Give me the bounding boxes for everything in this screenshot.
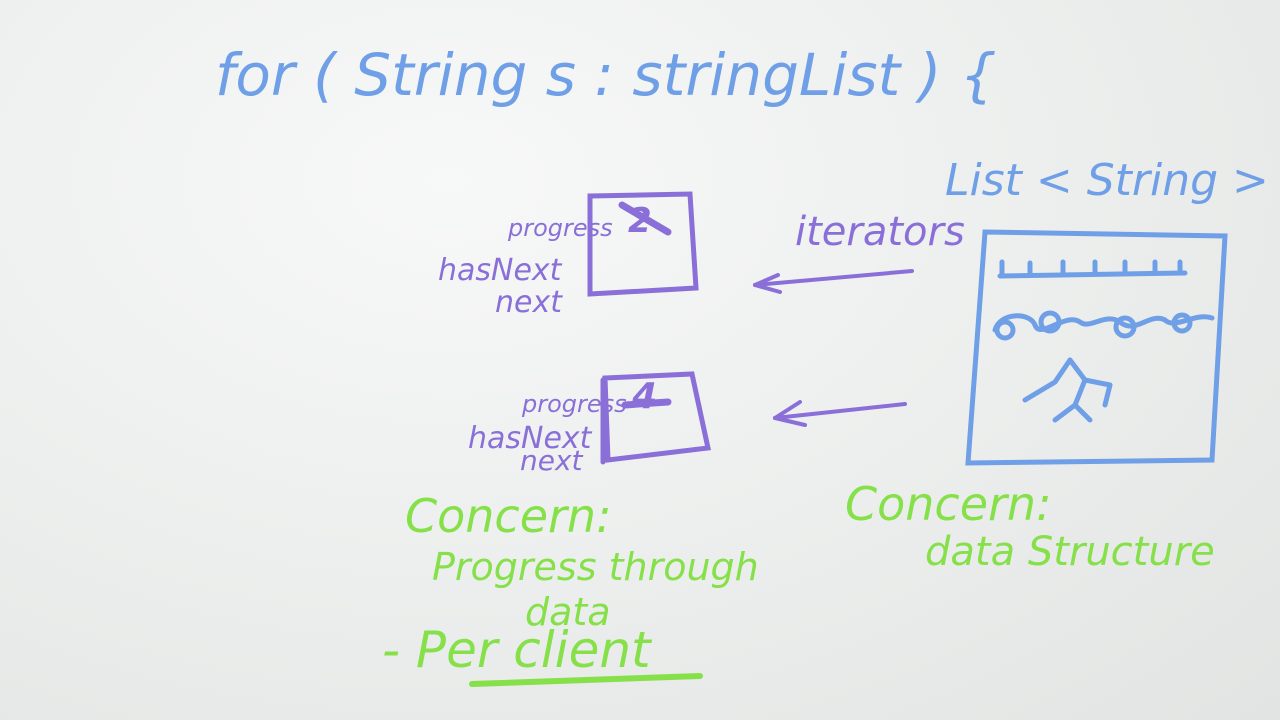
arrow-to-iterator-2 <box>773 400 907 427</box>
list-label: List < String > <box>945 155 1269 206</box>
iterator-2-counter: 4 <box>631 376 657 417</box>
iterator-2-box <box>600 371 712 465</box>
iterator-2-method-hasnext: hasNext <box>468 421 593 456</box>
data-structure-box <box>965 229 1228 466</box>
right-concern-line1: data Structure <box>925 529 1215 575</box>
iterator-2-method-next: next <box>520 444 584 477</box>
left-concern-line1: Progress through <box>432 545 759 589</box>
iterator-1-method-progress: progress <box>507 214 613 242</box>
arrow-to-iterator-1 <box>753 269 914 294</box>
right-concern-heading: Concern: <box>845 477 1052 531</box>
iterator-1-method-hasnext: hasNext <box>438 253 563 288</box>
top-code-text: for ( String s : stringList ) { <box>215 41 997 109</box>
left-concern-line3: - Per client <box>382 621 653 679</box>
iterator-1-counter: 2 <box>628 201 652 241</box>
iterator-1-box <box>587 191 699 297</box>
iterator-2-method-progress: progress <box>521 390 627 418</box>
left-concern-heading: Concern: <box>405 489 612 543</box>
iterator-1-method-next: next <box>495 285 563 320</box>
iterators-label: iterators <box>795 209 965 255</box>
per-client-underline <box>469 673 703 687</box>
left-concern-line2: data <box>525 590 611 634</box>
